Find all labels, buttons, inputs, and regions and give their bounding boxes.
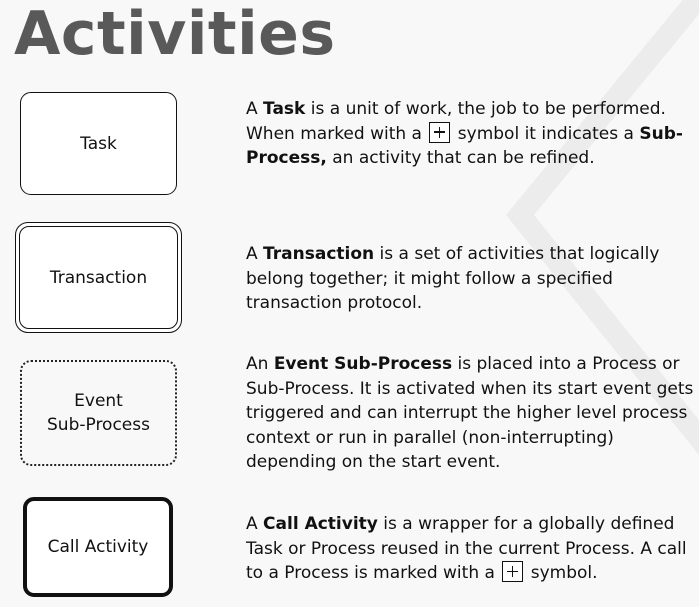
plus-box-icon	[502, 561, 524, 582]
transaction-description: A Transaction is a set of activities tha…	[246, 242, 696, 316]
transaction-inner-border	[19, 226, 178, 329]
task-desc-text-3: an activity that can be refined.	[326, 148, 595, 168]
task-desc-text-2: symbol it indicates a	[452, 123, 640, 144]
transaction-desc-prefix: A	[246, 244, 264, 264]
transaction-shape: Transaction	[15, 222, 182, 333]
task-shape: Task	[20, 92, 177, 195]
task-desc-prefix: A	[246, 99, 264, 119]
call-activity-term: Call Activity	[263, 514, 378, 534]
page-title: Activities	[14, 0, 336, 69]
call-desc-text-1: is a wrapper for a globally defined Task…	[246, 514, 687, 583]
event-label-line-2: Sub-Process	[47, 415, 150, 435]
event-sub-process-description: An Event Sub-Process is placed into a Pr…	[246, 352, 696, 475]
call-desc-text-2: symbol.	[525, 563, 598, 583]
transaction-shape-label: Transaction	[49, 267, 148, 288]
event-desc-text: is placed into a Process or Sub-Process.…	[246, 354, 694, 472]
task-description: A Task is a unit of work, the job to be …	[246, 97, 696, 171]
sub-process-term: Sub-Process,	[246, 123, 683, 169]
task-term: Task	[263, 99, 306, 119]
call-activity-shape: Call Activity	[23, 497, 173, 597]
event-label-line-1: Event	[74, 391, 123, 411]
task-shape-label: Task	[80, 133, 117, 154]
call-activity-shape-label: Call Activity	[47, 537, 149, 557]
call-activity-description: A Call Activity is a wrapper for a globa…	[246, 512, 696, 586]
plus-box-icon	[429, 121, 451, 143]
transaction-term: Transaction	[263, 244, 375, 264]
call-desc-prefix: A	[246, 514, 264, 534]
event-sub-process-term: Event Sub-Process	[273, 354, 453, 374]
transaction-desc-text: is a set of activities that logically be…	[246, 244, 660, 313]
task-desc-text-1: is a unit of work, the job to be perform…	[246, 99, 666, 144]
event-desc-prefix: An	[246, 354, 274, 374]
